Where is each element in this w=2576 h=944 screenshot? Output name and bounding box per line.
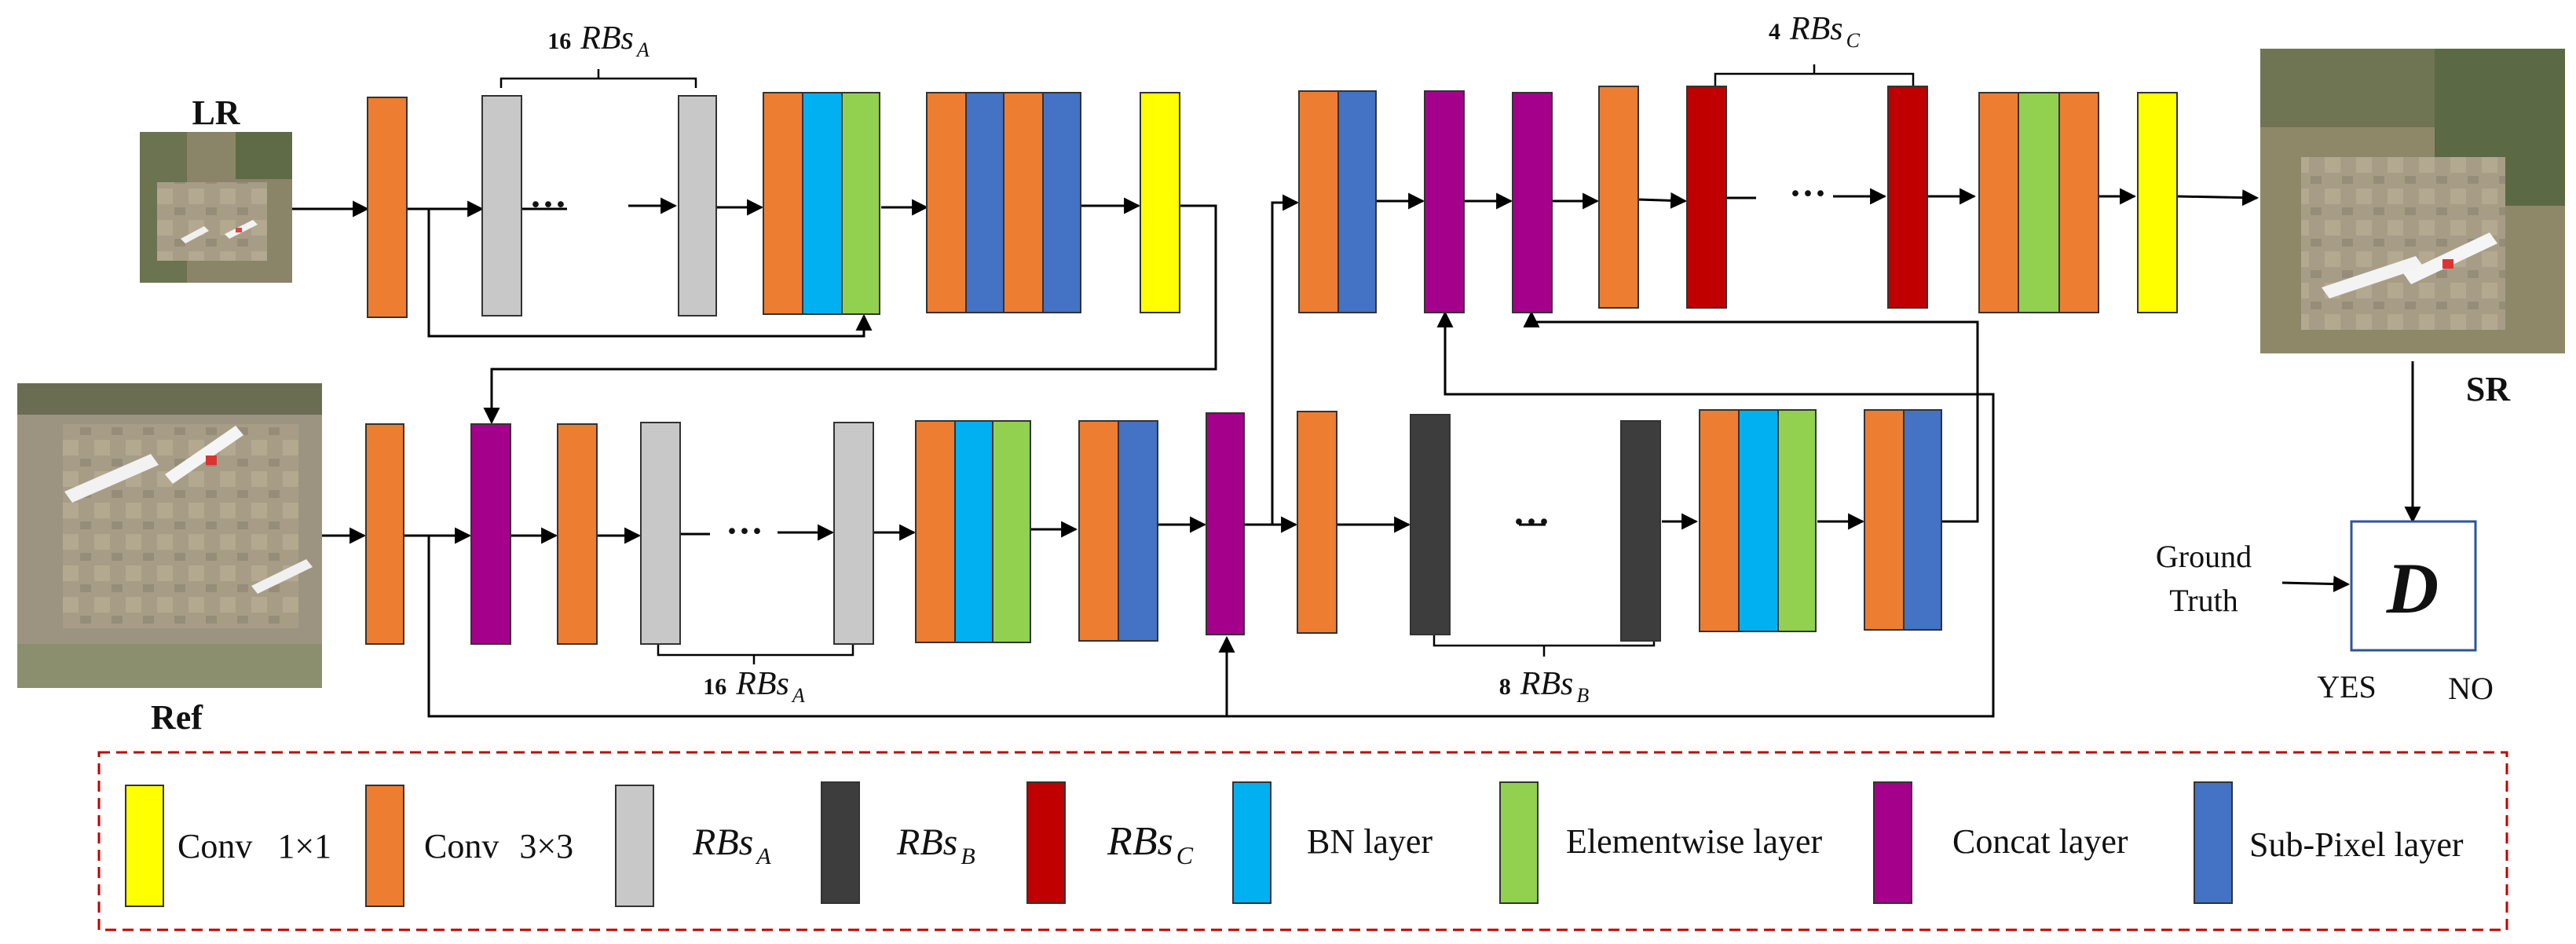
legend-conv1x1-label: Conv 1×1: [177, 827, 331, 865]
legend-rbs-c-label: RBs C: [1107, 819, 1194, 869]
legend-conv3x3-swatch: [365, 785, 404, 907]
layer-blocks: [365, 86, 2178, 645]
braces: [499, 64, 1915, 664]
bottom-group3-conv-block: [1699, 409, 1740, 632]
top-group2-subpixel-b-block: [1042, 92, 1081, 313]
top-conv1x1-2-block: [2137, 92, 2178, 313]
bottom-conv-1-block: [365, 423, 404, 645]
bottom-concat-1-block: [470, 423, 511, 645]
ellipsis-bottom-a: ···: [726, 510, 763, 552]
top-concat-2-block: [1512, 92, 1553, 313]
lr-label: LR: [192, 93, 240, 132]
bottom-group2-conv-block: [1078, 420, 1119, 642]
ground-truth-line2: Truth: [2169, 583, 2238, 618]
ground-truth-line1: Ground: [2156, 539, 2252, 574]
top-rbs-a-last-block: [678, 95, 717, 316]
bottom-group2-subpixel-block: [1118, 420, 1158, 642]
legend-rbs-b-swatch: [821, 781, 860, 904]
top-rbs-c-first-block: [1686, 86, 1727, 309]
sr-image: [2260, 49, 2565, 353]
legend-concat-swatch: [1873, 781, 1912, 904]
label-top-rbs-c: 4 RBs C: [1769, 11, 1861, 52]
legend-rbs-b-label: RBs B: [896, 821, 975, 869]
ref-image: [17, 383, 322, 688]
discriminator-yes: YES: [2317, 669, 2377, 704]
discriminator-symbol: D: [2386, 548, 2439, 628]
bottom-group3-eltwise-block: [1777, 409, 1817, 632]
top-group1-bn-block: [802, 92, 843, 315]
legend-bn-swatch: [1232, 781, 1272, 904]
top-right-subpixel-block: [1337, 90, 1377, 313]
bottom-group4-conv-block: [1864, 409, 1905, 631]
top-conv1x1-1-block: [1140, 92, 1180, 313]
top-group2-conv-b-block: [1003, 92, 1044, 313]
top-concat-1-block: [1424, 90, 1465, 313]
legend-subpixel-label: Sub-Pixel layer: [2249, 825, 2464, 864]
top-final-conv-a-block: [1978, 92, 2019, 313]
bottom-group1-eltwise-block: [992, 420, 1031, 643]
bottom-rbs-b-first-block: [1410, 414, 1451, 635]
bottom-group3-bn-block: [1738, 409, 1779, 632]
bottom-group1-bn-block: [954, 420, 993, 643]
top-right-conv-2-block: [1598, 86, 1639, 309]
ellipsis-bottom-b: ···: [1513, 501, 1550, 543]
bottom-concat-2-block: [1206, 412, 1245, 635]
top-group1-eltwise-block: [841, 92, 880, 315]
legend-elementwise-swatch: [1499, 781, 1539, 904]
bottom-conv-3-block: [1297, 411, 1337, 634]
bottom-rbs-a-last-block: [833, 422, 874, 645]
bottom-conv-2-block: [557, 423, 598, 645]
legend-rbs-c-swatch: [1026, 781, 1066, 904]
bottom-rbs-b-last-block: [1620, 420, 1661, 642]
connection-lines: [292, 188, 2421, 718]
top-group2-conv-a-block: [926, 92, 967, 313]
label-top-rbs-a: 16 RBs A: [547, 20, 649, 61]
discriminator-box: [2350, 520, 2477, 652]
discriminator-no: NO: [2448, 671, 2494, 706]
legend-subpixel-swatch: [2194, 781, 2233, 904]
legend-rbs-a-label: RBs A: [692, 821, 771, 869]
top-group1-conv-block: [763, 92, 803, 315]
legend-concat-label: Concat layer: [1952, 822, 2128, 861]
top-conv-1-block: [367, 97, 408, 318]
legend-conv1x1-swatch: [125, 785, 164, 907]
legend-rbs-a-swatch: [615, 785, 654, 907]
legend-swatches: [125, 781, 2233, 907]
bottom-group4-subpixel-block: [1903, 409, 1942, 631]
ellipsis-top-c: ···: [1789, 173, 1827, 214]
lr-image: [140, 132, 292, 283]
sr-label: SR: [2466, 370, 2511, 408]
top-group2-subpixel-a-block: [965, 92, 1004, 313]
top-rbs-a-first-block: [481, 95, 522, 316]
top-final-eltwise-block: [2018, 92, 2060, 313]
top-rbs-c-last-block: [1887, 86, 1928, 309]
bottom-group1-conv-block: [915, 420, 956, 643]
label-bottom-rbs-a: 16 RBs A: [703, 666, 805, 707]
ellipsis-top-a: ···: [529, 184, 567, 225]
legend-border: [97, 751, 2508, 931]
legend-elementwise-label: Elementwise layer: [1566, 822, 1823, 861]
bottom-rbs-a-first-block: [640, 422, 681, 645]
legend-conv3x3-label: Conv 3×3: [424, 827, 573, 865]
label-bottom-rbs-b: 8 RBs B: [1499, 666, 1590, 707]
legend-bn-label: BN layer: [1307, 822, 1433, 861]
top-right-conv-block: [1298, 90, 1339, 313]
ref-label: Ref: [151, 698, 203, 737]
top-final-conv-b-block: [2058, 92, 2099, 313]
